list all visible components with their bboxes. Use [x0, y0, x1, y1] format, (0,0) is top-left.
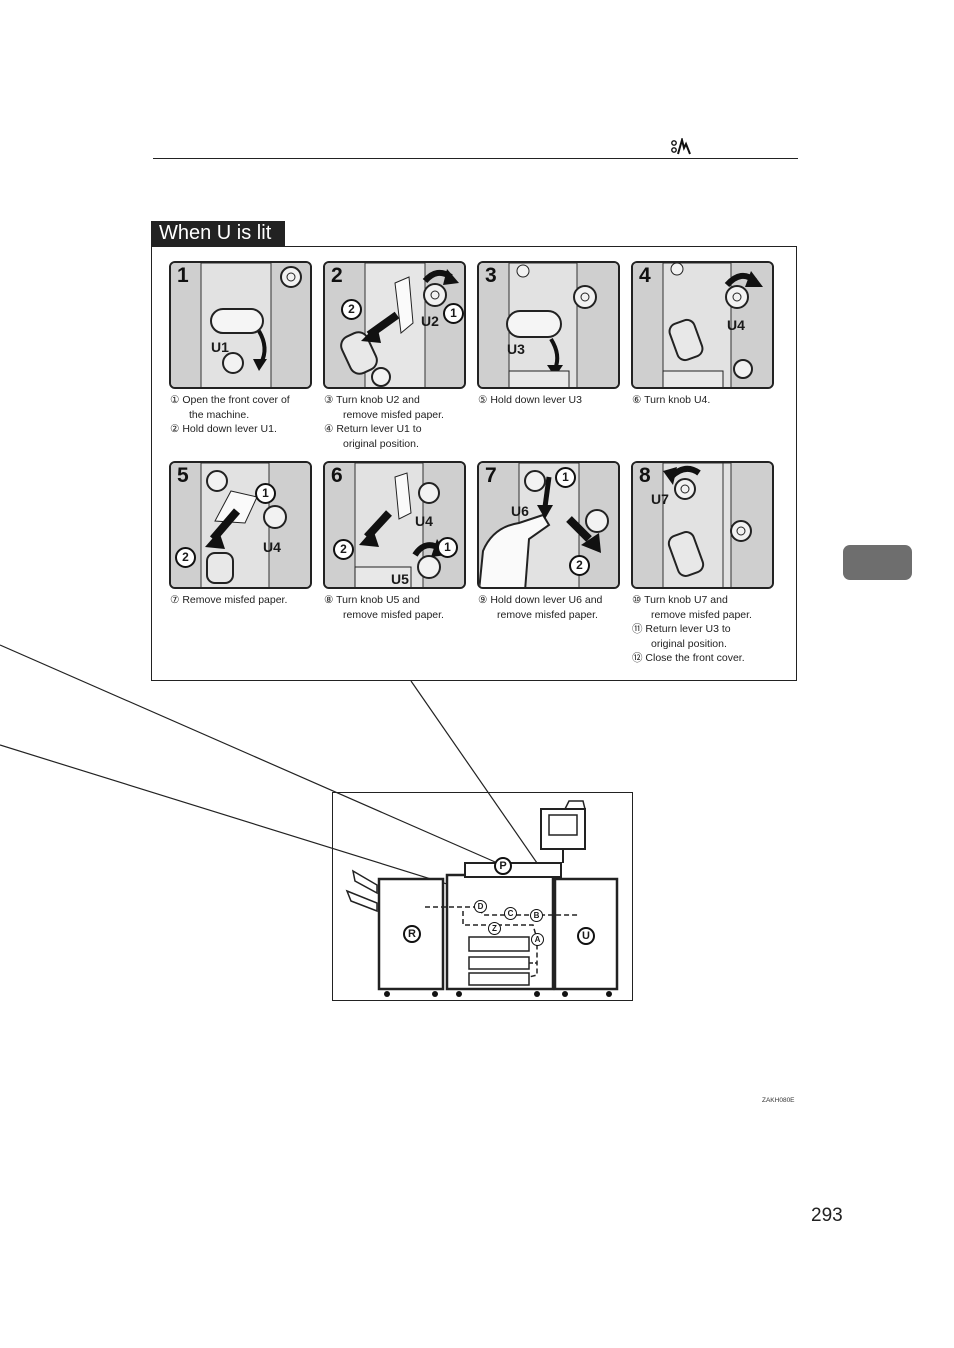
step-8-caption: ⑩ Turn knob U7 and remove misfed paper. …: [632, 593, 752, 666]
callout-2: 2: [333, 539, 354, 560]
caption-line: remove misfed paper.: [343, 608, 444, 621]
step-number: 7: [485, 464, 497, 487]
step-number: 5: [177, 464, 189, 487]
callout-1: 1: [443, 303, 464, 324]
knob-label: U4: [263, 539, 281, 555]
step-7-illustration: 7 U6 1 2: [477, 461, 620, 589]
step-2-illustration: 2 U2 1 2: [323, 261, 466, 389]
step-6-caption: ⑧ Turn knob U5 and remove misfed paper.: [324, 593, 444, 622]
instruction-panel: 1 U1 ① Open the front cover of the machi…: [151, 246, 797, 681]
machine-overview-diagram: P R U A B C D Z: [332, 792, 633, 1001]
step-5-illustration: 5 U4 1 2: [169, 461, 312, 589]
step-4-caption: ⑥ Turn knob U4.: [632, 393, 710, 408]
caption-line: ⑦ Remove misfed paper.: [170, 594, 288, 606]
step-1-illustration: 1 U1: [169, 261, 312, 389]
location-label-b: B: [530, 909, 543, 922]
caption-line: ⑪ Return lever U3 to: [632, 623, 731, 635]
caption-line: ⑤ Hold down lever U3: [478, 394, 582, 406]
step-number: 2: [331, 264, 343, 287]
lever-label: U1: [211, 339, 229, 355]
location-label-r: R: [403, 925, 421, 943]
location-label-z: Z: [488, 922, 501, 935]
lever-label: U3: [507, 341, 525, 357]
step-5-caption: ⑦ Remove misfed paper.: [170, 593, 287, 608]
caption-line: remove misfed paper.: [651, 608, 752, 621]
caption-line: ② Hold down lever U1.: [170, 423, 277, 435]
location-label-d: D: [474, 900, 487, 913]
knob-label: U7: [651, 491, 669, 507]
step-3-illustration: 3 U3: [477, 261, 620, 389]
knob-label: U5: [391, 571, 409, 587]
step-4-illustration: 4 U4: [631, 261, 774, 389]
caption-line: ⑧ Turn knob U5 and: [324, 594, 420, 606]
caption-line: ⑫ Close the front cover.: [632, 652, 745, 664]
caption-line: ⑥ Turn knob U4.: [632, 394, 711, 406]
knob-label: U4: [415, 513, 433, 529]
step-number: 6: [331, 464, 343, 487]
caption-line: ③ Turn knob U2 and: [324, 394, 420, 406]
caption-line: ⑩ Turn knob U7 and: [632, 594, 728, 606]
step-6-illustration: 6 U4 U5 1 2: [323, 461, 466, 589]
location-label-c: C: [504, 907, 517, 920]
callout-2: 2: [341, 299, 362, 320]
step-1-caption: ① Open the front cover of the machine. ②…: [170, 393, 290, 437]
header-rule: [153, 158, 798, 159]
caption-line: ① Open the front cover of: [170, 394, 290, 406]
step-3-caption: ⑤ Hold down lever U3: [478, 393, 582, 408]
step-2-caption: ③ Turn knob U2 and remove misfed paper. …: [324, 393, 444, 451]
caption-line: original position.: [651, 637, 727, 650]
page-number: 293: [811, 1205, 843, 1226]
caption-line: original position.: [343, 437, 419, 450]
step-number: 1: [177, 264, 189, 287]
callout-1: 1: [255, 483, 276, 504]
knob-label: U2: [421, 313, 439, 329]
paper-jam-icon: [671, 138, 691, 155]
callout-2: 2: [175, 547, 196, 568]
caption-line: ④ Return lever U1 to: [324, 423, 422, 435]
chapter-thumb-tab: [843, 545, 912, 580]
caption-line: ⑨ Hold down lever U6 and: [478, 594, 603, 606]
callout-1: 1: [437, 537, 458, 558]
step-7-caption: ⑨ Hold down lever U6 and remove misfed p…: [478, 593, 602, 622]
step-number: 8: [639, 464, 651, 487]
step-number: 4: [639, 264, 651, 287]
figure-code: ZAKH080E: [762, 1097, 795, 1104]
callout-1: 1: [555, 467, 576, 488]
knob-label: U4: [727, 317, 745, 333]
step-8-illustration: 8 U7: [631, 461, 774, 589]
caption-line: the machine.: [189, 408, 250, 421]
location-label-a: A: [531, 933, 544, 946]
location-label-p: P: [494, 857, 512, 875]
caption-line: remove misfed paper.: [497, 608, 598, 621]
step-number: 3: [485, 264, 497, 287]
location-label-u: U: [577, 927, 595, 945]
caption-line: remove misfed paper.: [343, 408, 444, 421]
lever-label: U6: [511, 503, 529, 519]
callout-2: 2: [569, 555, 590, 576]
section-title: When U is lit: [151, 221, 286, 246]
